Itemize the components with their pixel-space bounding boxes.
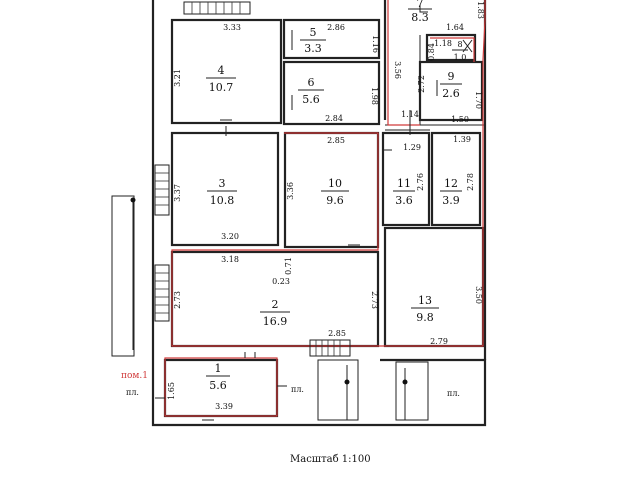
svg-text:2.86: 2.86 bbox=[327, 23, 345, 32]
walls bbox=[151, 0, 487, 427]
premises-label: пом.1 bbox=[121, 371, 149, 381]
svg-text:10.8: 10.8 bbox=[210, 194, 235, 207]
svg-text:3.36: 3.36 bbox=[286, 182, 295, 200]
svg-text:3.18: 3.18 bbox=[221, 255, 239, 264]
svg-text:1.98: 1.98 bbox=[370, 87, 379, 105]
svg-text:1.64: 1.64 bbox=[446, 23, 464, 32]
room-labels: 1 5.6 2 16.9 3 10.8 4 10.7 5 3.3 6 5.6 bbox=[206, 0, 468, 392]
room-10: 10 9.6 bbox=[321, 177, 349, 207]
svg-text:0.84: 0.84 bbox=[427, 43, 436, 61]
stairs bbox=[111, 1, 473, 421]
svg-text:6: 6 bbox=[308, 76, 315, 89]
svg-text:1.65: 1.65 bbox=[167, 382, 176, 400]
svg-text:2.84: 2.84 bbox=[325, 114, 343, 123]
pl-label-right: пл. bbox=[447, 389, 460, 398]
svg-text:2.73: 2.73 bbox=[370, 291, 379, 309]
dimension-labels: 3.33 2.86 1.16 3.21 1.98 2.84 3.56 1.64 … bbox=[167, 1, 485, 411]
room-9: 9 2.6 bbox=[440, 70, 462, 100]
svg-text:2.78: 2.78 bbox=[466, 173, 475, 191]
svg-text:1.29: 1.29 bbox=[403, 143, 421, 152]
svg-text:3.50: 3.50 bbox=[474, 286, 483, 304]
svg-text:2: 2 bbox=[272, 298, 279, 311]
svg-text:3: 3 bbox=[219, 177, 226, 190]
svg-text:7: 7 bbox=[417, 0, 424, 10]
svg-text:2.76: 2.76 bbox=[416, 173, 425, 191]
svg-text:9: 9 bbox=[448, 70, 455, 83]
svg-text:0.23: 0.23 bbox=[272, 277, 290, 286]
room-1: 1 5.6 bbox=[206, 362, 230, 392]
area-notes: пл. пл. пл. bbox=[126, 385, 460, 398]
svg-text:2.79: 2.79 bbox=[430, 337, 448, 346]
svg-text:2.85: 2.85 bbox=[328, 329, 346, 338]
room-4: 4 10.7 bbox=[206, 64, 236, 94]
svg-text:10.7: 10.7 bbox=[209, 81, 234, 94]
room-5: 5 3.3 bbox=[300, 26, 326, 55]
svg-text:8: 8 bbox=[457, 40, 462, 49]
svg-text:8.3: 8.3 bbox=[411, 11, 429, 24]
svg-text:16.9: 16.9 bbox=[263, 315, 288, 328]
pl-label-center: пл. bbox=[291, 385, 304, 394]
pl-label-left: пл. bbox=[126, 388, 139, 397]
room-8: 8 1.0 bbox=[452, 40, 468, 62]
svg-text:9.8: 9.8 bbox=[416, 311, 434, 324]
room-2: 2 16.9 bbox=[260, 298, 290, 328]
svg-text:5: 5 bbox=[310, 26, 317, 39]
svg-text:11: 11 bbox=[397, 177, 411, 190]
svg-text:2.73: 2.73 bbox=[173, 291, 182, 309]
svg-text:3.20: 3.20 bbox=[221, 232, 239, 241]
svg-text:3.21: 3.21 bbox=[173, 69, 182, 87]
svg-text:2.72: 2.72 bbox=[417, 75, 426, 93]
room-13: 13 9.8 bbox=[411, 294, 439, 324]
room-6: 6 5.6 bbox=[298, 76, 324, 106]
scale-label: Масштаб 1:100 bbox=[290, 454, 371, 465]
svg-text:5.6: 5.6 bbox=[209, 379, 227, 392]
svg-text:1.0: 1.0 bbox=[454, 53, 467, 62]
svg-text:1.83: 1.83 bbox=[476, 1, 485, 19]
svg-text:10: 10 bbox=[328, 177, 342, 190]
room-3: 3 10.8 bbox=[207, 177, 237, 207]
room-7: 7 8.3 bbox=[408, 0, 432, 24]
svg-text:3.6: 3.6 bbox=[395, 194, 413, 207]
svg-text:3.3: 3.3 bbox=[304, 42, 322, 55]
svg-text:1.39: 1.39 bbox=[453, 135, 471, 144]
svg-text:9.6: 9.6 bbox=[326, 194, 344, 207]
svg-text:3.37: 3.37 bbox=[173, 184, 182, 202]
room-12: 12 3.9 bbox=[440, 177, 462, 207]
room-11: 11 3.6 bbox=[393, 177, 415, 207]
svg-text:2.85: 2.85 bbox=[327, 136, 345, 145]
svg-text:1.70: 1.70 bbox=[474, 91, 483, 109]
svg-text:1.18: 1.18 bbox=[434, 39, 452, 48]
svg-text:3.9: 3.9 bbox=[442, 194, 460, 207]
svg-text:2.6: 2.6 bbox=[442, 87, 460, 100]
svg-text:1.16: 1.16 bbox=[371, 35, 380, 53]
svg-text:1: 1 bbox=[215, 362, 222, 375]
svg-text:3.33: 3.33 bbox=[223, 23, 241, 32]
svg-text:1.14: 1.14 bbox=[401, 110, 419, 119]
svg-text:5.6: 5.6 bbox=[302, 93, 320, 106]
svg-text:13: 13 bbox=[418, 294, 432, 307]
premises-boundary bbox=[164, 0, 486, 417]
svg-text:0.71: 0.71 bbox=[284, 257, 293, 275]
svg-text:3.56: 3.56 bbox=[393, 61, 402, 79]
svg-text:3.39: 3.39 bbox=[215, 402, 233, 411]
svg-text:12: 12 bbox=[444, 177, 458, 190]
svg-text:4: 4 bbox=[218, 64, 225, 77]
svg-text:1.50: 1.50 bbox=[451, 115, 469, 124]
